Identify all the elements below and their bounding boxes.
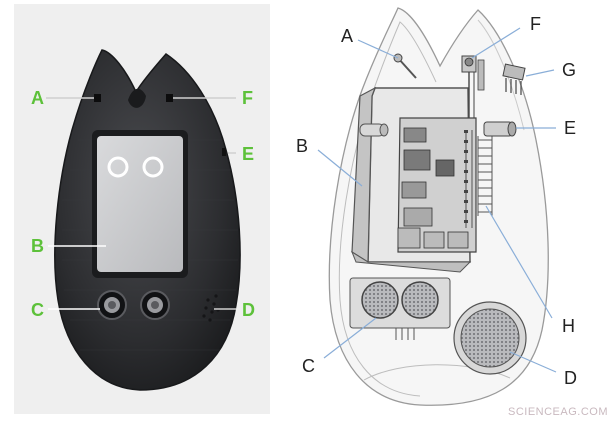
left-label-B: B	[31, 236, 44, 256]
right-drawing-panel: A F G E B H C D SCIENCEAG.COM	[296, 7, 608, 418]
coil-cable	[477, 136, 493, 216]
right-label-F: F	[530, 14, 541, 34]
left-port-E	[222, 148, 226, 156]
left-label-A: A	[31, 88, 44, 108]
sensor-F	[461, 55, 485, 118]
right-label-D: D	[564, 368, 577, 388]
left-ultrasonic-sensor	[97, 290, 170, 320]
right-label-A: A	[341, 26, 353, 46]
shell-ear-right-inner	[477, 19, 525, 131]
right-label-C: C	[302, 356, 315, 376]
left-label-D: D	[242, 300, 255, 320]
small-cylinder	[359, 123, 389, 137]
left-leader-lines	[46, 97, 236, 310]
sensor-module-G	[502, 63, 526, 95]
screen-eye-left	[107, 156, 129, 178]
left-label-E: E	[242, 144, 254, 164]
right-label-E: E	[564, 118, 576, 138]
speaker-D	[453, 301, 527, 375]
left-sensor-A	[94, 94, 101, 102]
circuit-board	[397, 117, 477, 253]
screen-eye-right	[142, 156, 164, 178]
right-leader-lines	[317, 27, 557, 373]
left-label-C: C	[31, 300, 44, 320]
left-photo-panel: A F E B C D	[14, 4, 270, 414]
right-label-H: H	[562, 316, 575, 336]
watermark: SCIENCEAG.COM	[508, 406, 608, 418]
right-label-G: G	[562, 60, 576, 80]
ultrasonic-module	[349, 277, 451, 340]
left-sensor-F	[166, 94, 173, 102]
screen-display	[97, 136, 183, 272]
left-label-F: F	[242, 88, 253, 108]
right-label-B: B	[296, 136, 308, 156]
ear-notch	[128, 88, 146, 108]
port-E	[483, 121, 517, 137]
